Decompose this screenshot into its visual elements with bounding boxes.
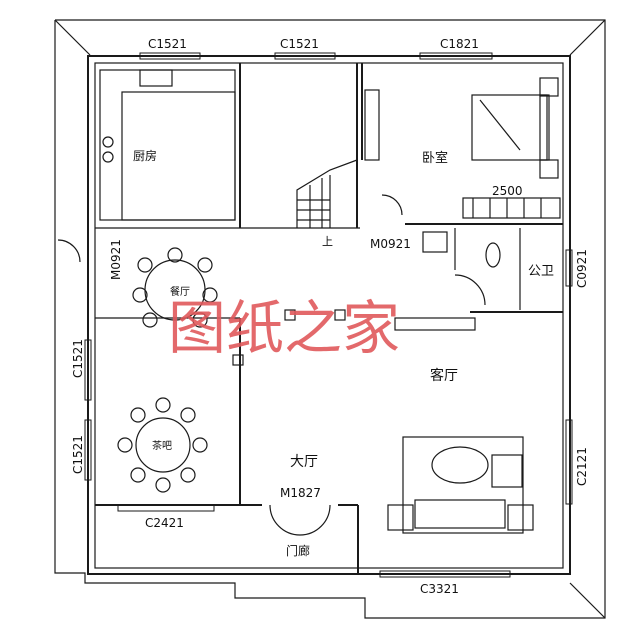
exterior-wall-inner xyxy=(94,62,564,569)
chair-icon xyxy=(117,437,133,453)
window-label: C1821 xyxy=(440,37,479,51)
door-swing-bedroom xyxy=(381,194,403,216)
nightstand-icon xyxy=(539,159,559,179)
staircase xyxy=(296,159,358,228)
coffee-table-icon xyxy=(431,446,489,484)
door-swing-entry xyxy=(269,504,301,536)
washbasin-icon xyxy=(422,231,448,253)
window-label: C3321 xyxy=(420,582,459,596)
chair-icon xyxy=(180,407,196,423)
end-table-icon xyxy=(507,504,534,531)
stove-burner-icon xyxy=(102,151,114,163)
stair-label: 上 xyxy=(322,235,333,248)
window-label: C0921 xyxy=(575,249,589,288)
hall-label: 大厅 xyxy=(290,454,318,470)
watermark: 图纸之家 xyxy=(168,294,400,362)
cabinet-icon xyxy=(462,197,561,219)
window-label: C1521 xyxy=(71,339,85,378)
window-mark xyxy=(419,52,493,60)
kitchen-label: 厨房 xyxy=(133,148,157,163)
chair-icon xyxy=(132,287,148,303)
chair-icon xyxy=(155,397,171,413)
door-label: M1827 xyxy=(280,486,321,500)
window-label: C1521 xyxy=(280,37,319,51)
wardrobe xyxy=(364,89,380,161)
roof-diagonal-tr xyxy=(569,19,606,56)
sink-icon xyxy=(139,69,173,87)
window-mark xyxy=(84,419,92,481)
door-swing-entry xyxy=(299,504,331,536)
cabinet-dimension: 2500 xyxy=(492,184,523,198)
window-mark xyxy=(379,570,511,578)
window-label: C1521 xyxy=(148,37,187,51)
roof-diagonal-br xyxy=(569,582,606,619)
window-label: C1521 xyxy=(71,435,85,474)
chair-icon xyxy=(197,257,213,273)
kitchen-floor xyxy=(121,91,236,221)
dining-label: 餐厅 xyxy=(170,285,190,298)
door-label: M0921 xyxy=(370,237,411,251)
chair-icon xyxy=(142,312,158,328)
column xyxy=(334,309,346,321)
window-mark xyxy=(139,52,201,60)
chair-icon xyxy=(155,477,171,493)
armchair-icon xyxy=(491,454,523,488)
roof-outline xyxy=(54,19,606,619)
roof-diagonal-tl xyxy=(54,19,91,56)
toilet-icon xyxy=(485,242,501,268)
door-swing-left xyxy=(57,239,81,263)
bed-sheet-fold xyxy=(479,99,521,151)
window-label: C2421 xyxy=(145,516,184,530)
stove-burner-icon xyxy=(102,136,114,148)
exterior-wall-outer xyxy=(87,55,571,575)
tea-bar-label: 茶吧 xyxy=(152,439,172,452)
nightstand-icon xyxy=(539,77,559,97)
door-swing-hall xyxy=(454,274,486,306)
chair-icon xyxy=(180,467,196,483)
chair-icon xyxy=(202,287,218,303)
bathroom-label: 公卫 xyxy=(528,264,554,279)
bedroom-label: 卧室 xyxy=(422,150,448,166)
sofa-icon xyxy=(414,499,506,529)
bed-headboard xyxy=(539,94,550,161)
tea-table-icon xyxy=(135,417,191,473)
window-mark xyxy=(84,339,92,401)
bed-icon xyxy=(471,94,548,161)
chair-icon xyxy=(137,257,153,273)
chair-icon xyxy=(167,247,183,263)
door-label: M0921 xyxy=(109,239,123,280)
chair-icon xyxy=(192,437,208,453)
window-mark xyxy=(565,249,573,287)
chair-icon xyxy=(130,407,146,423)
window-mark xyxy=(565,419,573,505)
column xyxy=(284,309,296,321)
end-table-icon xyxy=(387,504,414,531)
porch-label: 门廊 xyxy=(286,543,310,558)
chair-icon xyxy=(130,467,146,483)
living-rug xyxy=(402,436,524,534)
window-mark xyxy=(117,504,215,512)
living-label: 客厅 xyxy=(430,367,458,384)
window-label: C2121 xyxy=(575,447,589,486)
column xyxy=(232,354,244,366)
window-mark xyxy=(274,52,336,60)
chair-icon xyxy=(192,312,208,328)
tv-cabinet xyxy=(394,317,476,331)
